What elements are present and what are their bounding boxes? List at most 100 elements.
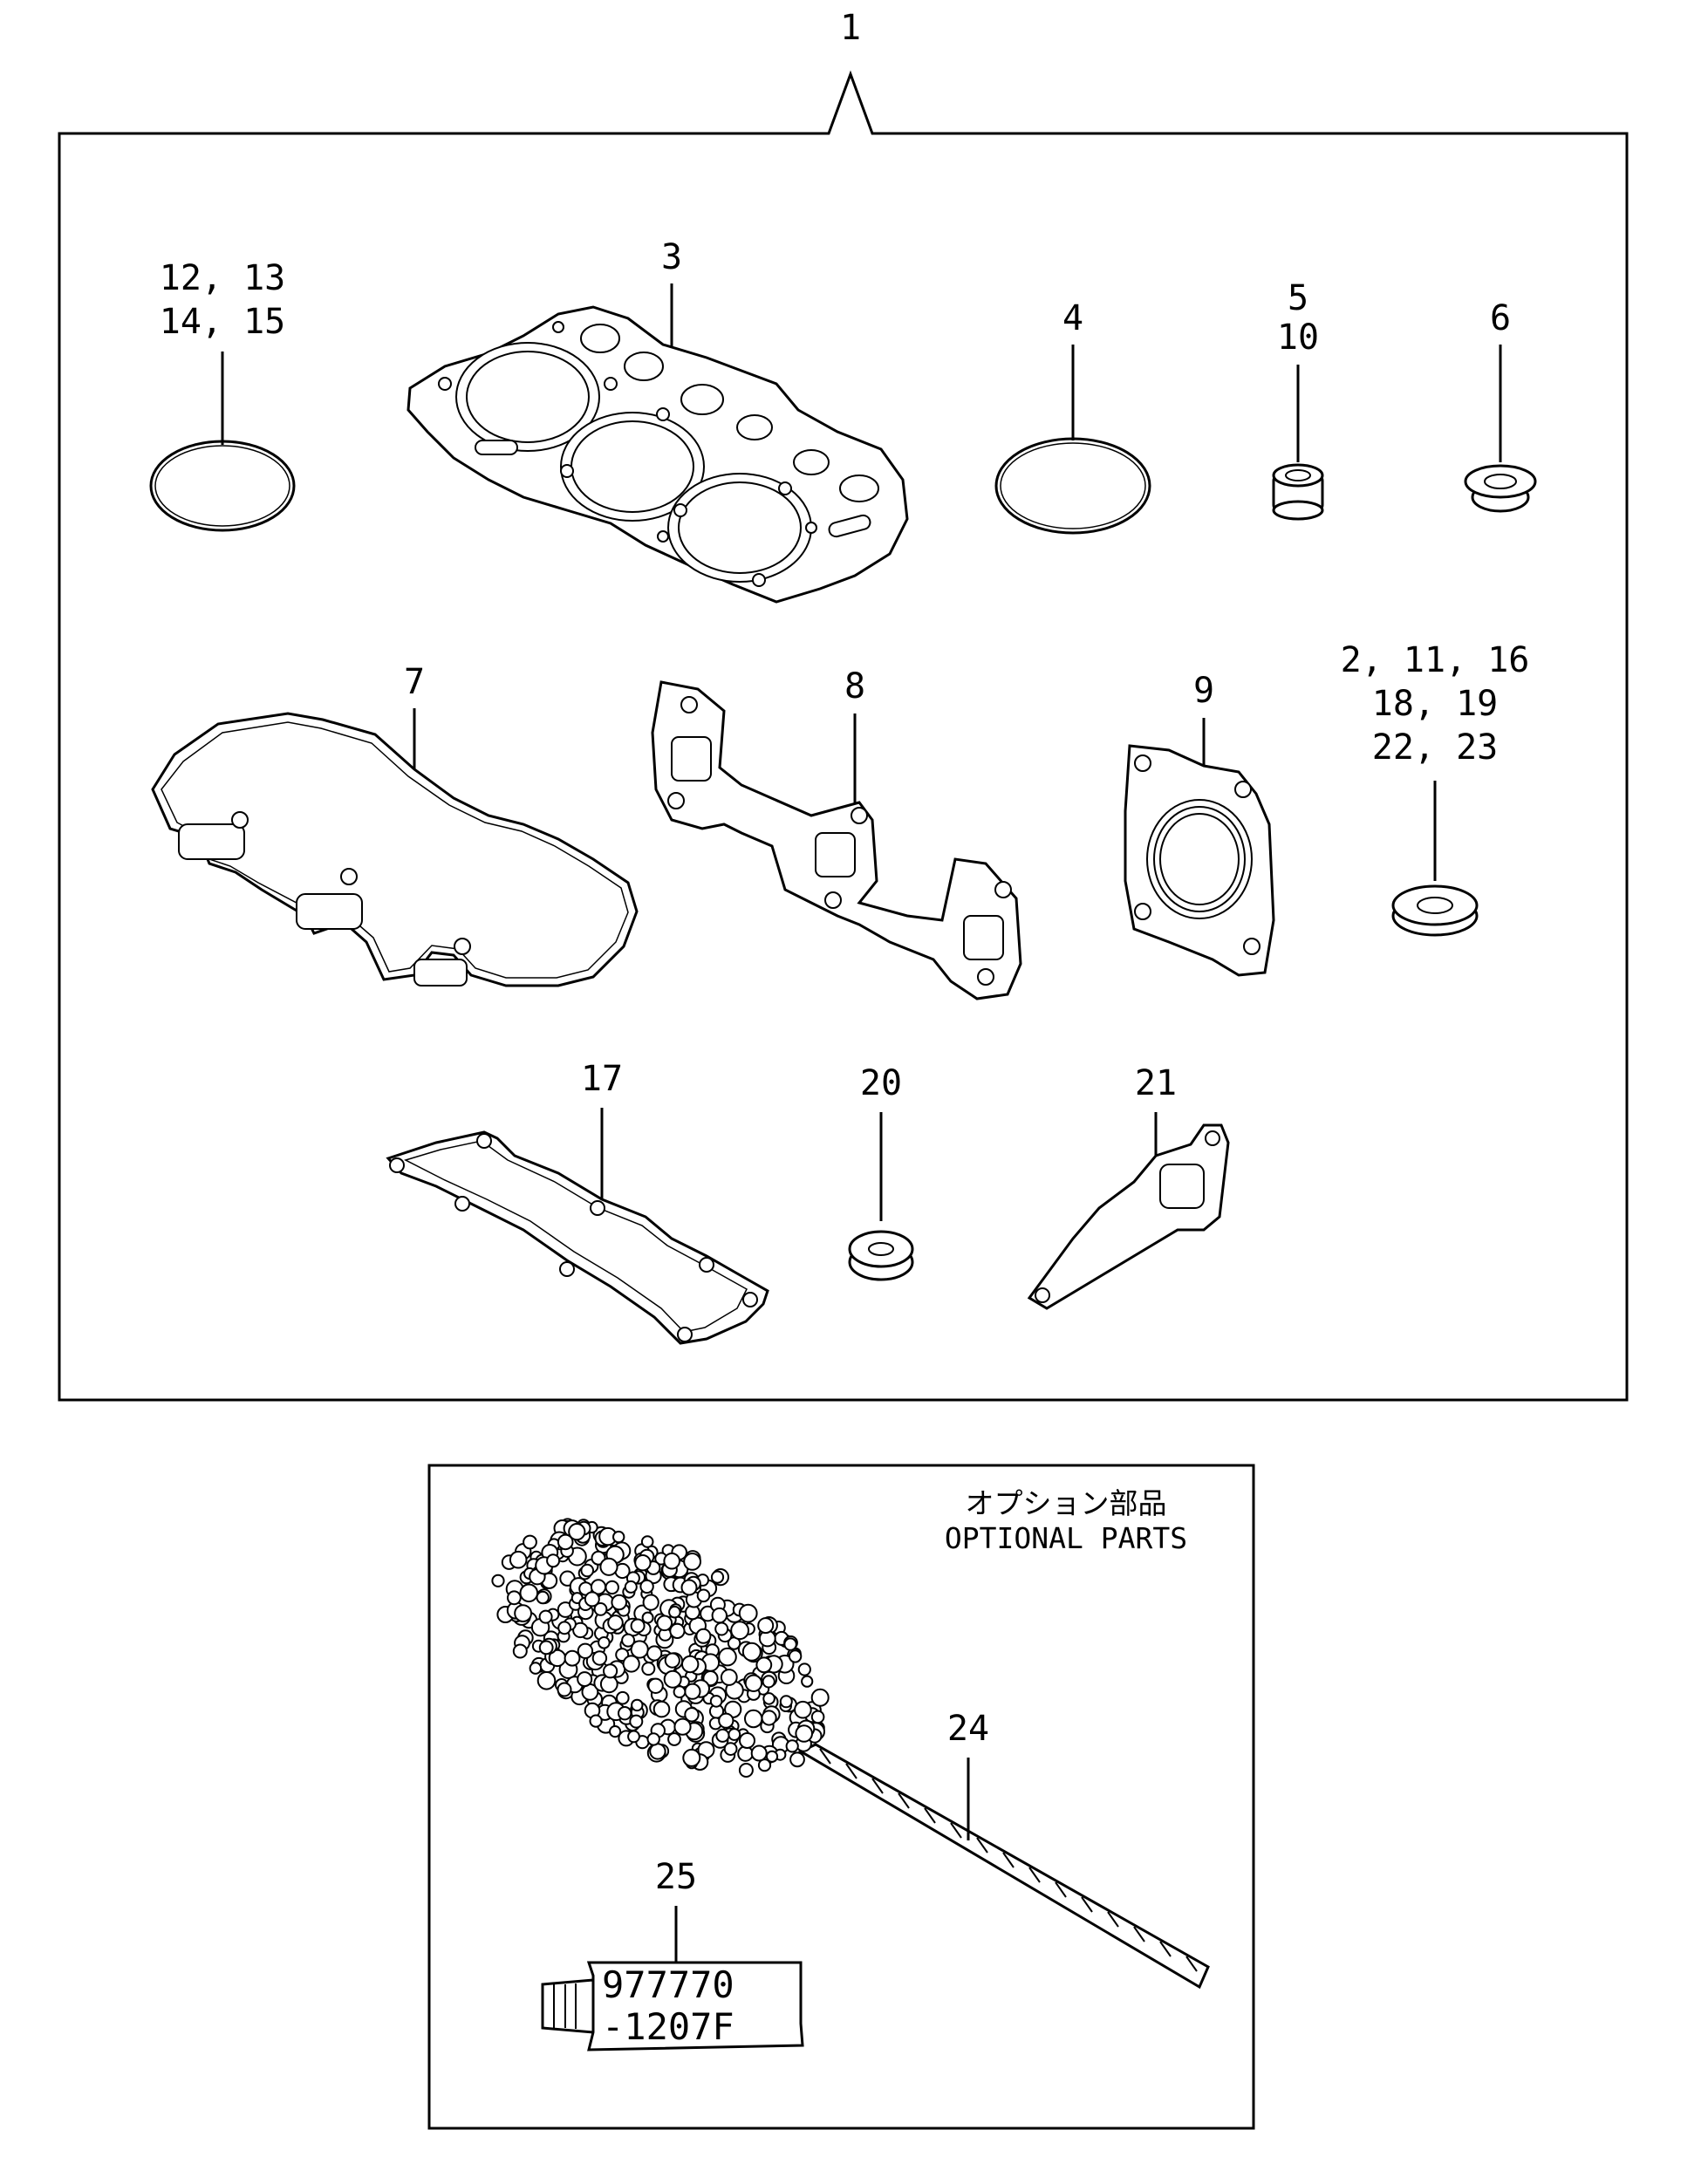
o-ring-12-inner xyxy=(154,445,290,527)
bristle xyxy=(810,1710,825,1724)
bristle xyxy=(641,1611,654,1624)
bristle xyxy=(738,1603,758,1623)
bristle xyxy=(785,1739,799,1753)
bristle xyxy=(680,1579,698,1596)
bristle xyxy=(762,1675,775,1689)
bristle xyxy=(755,1656,773,1674)
washer xyxy=(1391,884,1479,937)
bristle xyxy=(618,1706,632,1721)
callout-8: 8 xyxy=(844,666,865,707)
bristle xyxy=(711,1607,728,1624)
bristle xyxy=(546,1553,561,1568)
callout-24: 24 xyxy=(947,1709,989,1749)
optional-label-en: OPTIONAL PARTS xyxy=(945,1521,1187,1555)
bristle xyxy=(647,1677,664,1695)
bristle xyxy=(639,1579,654,1594)
bristle xyxy=(557,1621,571,1635)
callout-3: 3 xyxy=(661,237,682,277)
bristle xyxy=(765,1750,779,1763)
bristle xyxy=(741,1642,762,1662)
callout-6: 6 xyxy=(1490,298,1511,338)
callout-21: 21 xyxy=(1135,1063,1177,1103)
bristle xyxy=(810,1688,830,1707)
bristle xyxy=(663,1669,682,1689)
bristle xyxy=(507,1590,522,1606)
bristle xyxy=(624,1580,638,1594)
valve-seal xyxy=(1272,463,1324,521)
bristle xyxy=(715,1728,730,1743)
bristle xyxy=(761,1710,777,1726)
bristle xyxy=(611,1594,628,1611)
callout-1: 1 xyxy=(840,8,861,48)
bristle xyxy=(568,1523,586,1541)
bristle xyxy=(607,1615,624,1631)
bristle xyxy=(739,1732,755,1749)
callout-22-23: 22, 23 xyxy=(1372,727,1499,768)
bristle xyxy=(681,1655,700,1674)
kit-frame xyxy=(58,70,1629,1402)
tube-code-line1: 977770 xyxy=(602,1963,734,2006)
callout-25: 25 xyxy=(655,1857,697,1897)
callout-17: 17 xyxy=(581,1059,623,1099)
bristle xyxy=(577,1642,594,1660)
bristle xyxy=(652,1700,671,1718)
bristle xyxy=(536,1671,557,1690)
bristle xyxy=(529,1662,543,1675)
bristle xyxy=(634,1554,652,1572)
bristle xyxy=(646,1732,660,1746)
bristle xyxy=(656,1615,673,1632)
sealant-tube: 977770 -1207F xyxy=(541,1961,804,2052)
grommet xyxy=(1464,464,1537,513)
callout-18-19: 18, 19 xyxy=(1372,684,1499,724)
bristle xyxy=(612,1530,625,1544)
bristle xyxy=(603,1663,618,1679)
bristle xyxy=(673,1685,687,1699)
bristle xyxy=(593,1602,608,1616)
bristle xyxy=(591,1650,608,1666)
bristle xyxy=(673,1717,692,1736)
optional-label-jp: オプション部品 xyxy=(966,1486,1167,1520)
o-ring-12 xyxy=(149,440,296,532)
bristle xyxy=(512,1643,528,1659)
bristle xyxy=(557,1533,574,1551)
bristle xyxy=(750,1744,768,1762)
bristle xyxy=(663,1552,681,1570)
callout-5: 5 xyxy=(1288,278,1308,318)
bristle xyxy=(599,1557,618,1576)
bristle xyxy=(536,1590,550,1605)
bristle xyxy=(737,1745,754,1762)
bristle xyxy=(514,1604,532,1622)
bristle xyxy=(762,1692,775,1705)
bristle xyxy=(783,1637,797,1651)
callout-2-11-16: 2, 11, 16 xyxy=(1341,640,1530,680)
optional-parts-frame xyxy=(427,1464,1255,2130)
gasket-17 xyxy=(386,1130,769,1345)
bristle xyxy=(589,1714,603,1728)
bristle xyxy=(664,1652,680,1669)
callout-9: 9 xyxy=(1193,671,1214,711)
bristle xyxy=(718,1712,734,1729)
o-ring-4-inner xyxy=(1000,442,1146,529)
bristle xyxy=(538,1609,553,1624)
bristle xyxy=(584,1591,600,1608)
bristle xyxy=(642,1594,659,1611)
bristle xyxy=(580,1563,595,1578)
bristle xyxy=(683,1553,701,1571)
bristle xyxy=(538,1640,554,1656)
bristle xyxy=(668,1605,681,1619)
bristle xyxy=(641,1662,656,1676)
bristle xyxy=(682,1748,701,1767)
bristle xyxy=(640,1535,654,1548)
bristle xyxy=(714,1621,729,1636)
callout-12-13: 12, 13 xyxy=(160,258,286,298)
bristle xyxy=(509,1550,528,1569)
bristle xyxy=(577,1671,593,1688)
washer-20 xyxy=(848,1230,914,1281)
plate-gasket xyxy=(1027,1123,1230,1310)
bristle xyxy=(669,1622,686,1640)
bristle xyxy=(744,1709,763,1729)
brush-head xyxy=(491,1518,830,1778)
bristle xyxy=(629,1714,644,1729)
